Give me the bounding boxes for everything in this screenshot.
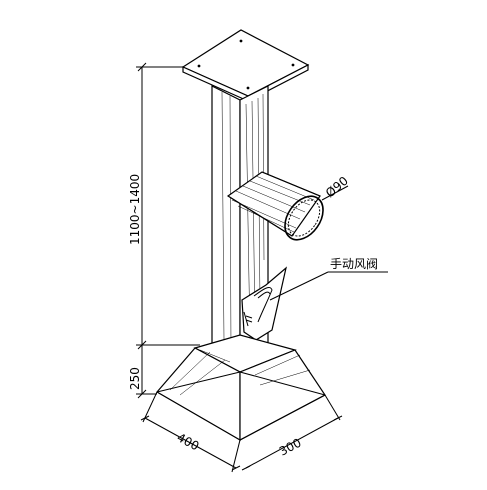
base-height-label: 250 (128, 367, 142, 390)
pipe-diameter-label: Ø90 (323, 174, 351, 201)
base-pedestal (156, 334, 326, 442)
manual-damper (241, 266, 287, 341)
bolt-hole (239, 39, 243, 43)
dimension-base-height: 250 (128, 345, 157, 399)
bolt-hole (291, 63, 295, 67)
pipe-diameter-callout: Ø90 (321, 174, 351, 201)
bolt-hole (197, 64, 201, 68)
base-width-label: 400 (175, 430, 202, 453)
bolt-hole (246, 86, 250, 90)
side-pipe (226, 171, 324, 241)
column-height-label: 1100~1400 (128, 174, 142, 245)
top-plate (181, 29, 310, 102)
manual-damper-callout: 手动风阀 (269, 257, 388, 301)
manual-damper-label: 手动风阀 (330, 257, 378, 271)
dimension-column-height: 1100~1400 (128, 62, 200, 350)
